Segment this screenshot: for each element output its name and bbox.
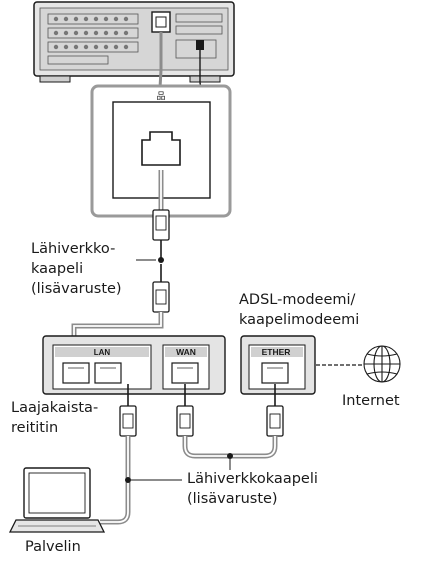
- router-lan-label: LAN: [94, 348, 111, 357]
- modem-label-line1: ADSL-modeemi/: [239, 292, 356, 308]
- modem-label-line2: kaapelimodeemi: [239, 312, 360, 328]
- lan-cable-router-modem: [176, 384, 284, 459]
- router-wan-label: WAN: [176, 347, 196, 357]
- lan-cable-top-label-line3: (lisävaruste): [31, 281, 122, 297]
- lan-cable-top-label-line2: kaapeli: [31, 261, 84, 277]
- lan-cable-receiver-router: [71, 170, 170, 352]
- globe-icon: [363, 345, 401, 383]
- modem-body: [240, 335, 316, 395]
- internet-label: Internet: [342, 393, 400, 409]
- router-body: [42, 335, 226, 395]
- network-port-icon: 品: [156, 91, 165, 102]
- lan-cable-bottom-label-line2: (lisävaruste): [187, 491, 278, 507]
- modem-ether-label: ETHER: [262, 347, 291, 357]
- zoom-indicator: [158, 32, 163, 89]
- server-label: Palvelin: [25, 539, 81, 555]
- lan-cable-router-laptop: [100, 384, 137, 525]
- router-label-line2: reititin: [11, 420, 59, 436]
- av-receiver-icon: [33, 1, 235, 89]
- network-port-zoom: [90, 84, 232, 218]
- lan-cable-bottom-label-line1: Lähiverkkokaapeli: [187, 471, 318, 487]
- lan-cable-bottom-callout: [131, 459, 231, 481]
- laptop-icon: [8, 467, 106, 533]
- router-label-line1: Laajakaista-: [11, 400, 99, 416]
- lan-cable-top-label-line1: Lähiverkko-: [31, 241, 116, 257]
